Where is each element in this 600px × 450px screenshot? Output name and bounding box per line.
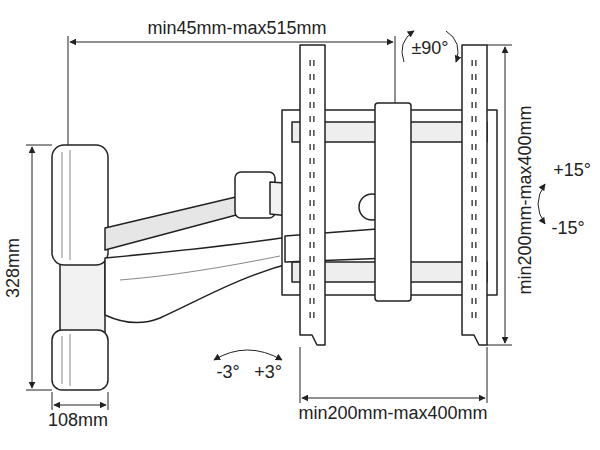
dimension-label: 328mm xyxy=(3,236,23,300)
extension-line xyxy=(395,36,396,105)
extension-line xyxy=(68,36,69,150)
shading xyxy=(62,334,70,386)
rail-slots xyxy=(310,60,315,325)
rail-slots xyxy=(472,60,477,325)
rail-slots xyxy=(473,60,476,325)
vertical-rail xyxy=(300,45,325,345)
dimension-line xyxy=(302,398,485,399)
swivel-arrow xyxy=(214,350,282,360)
dimension-label: 108mm xyxy=(46,410,110,430)
wall-plate-top xyxy=(52,145,108,265)
center-strap xyxy=(375,103,411,301)
angle-label: -15° xyxy=(549,218,586,238)
tilt-arrow xyxy=(538,184,545,224)
dimension-label: min200mm-max400mm xyxy=(296,403,489,423)
rail-slots xyxy=(311,60,314,325)
dimension-label: min45mm-max515mm xyxy=(145,18,328,38)
extension-line xyxy=(52,392,53,410)
vertical-rail xyxy=(462,45,487,345)
dimension-label: min200mm-max400mm xyxy=(515,103,535,296)
wall-plate-bottom xyxy=(52,330,108,390)
angle-label: +3° xyxy=(252,362,284,382)
angle-label: ±90° xyxy=(409,38,450,58)
dimension-line xyxy=(70,42,393,43)
shading xyxy=(120,256,280,280)
extension-line xyxy=(487,45,512,46)
dimension-line xyxy=(54,405,106,406)
extension-line xyxy=(487,347,488,404)
shading xyxy=(62,150,70,260)
upper-arm xyxy=(105,196,240,250)
lower-arm xyxy=(105,236,295,322)
dimension-line xyxy=(505,47,506,343)
dimension-line xyxy=(32,147,33,388)
extension-line xyxy=(300,347,301,404)
extension-line xyxy=(26,390,52,391)
angle-label: -3° xyxy=(214,362,241,382)
extension-line xyxy=(108,392,109,410)
wall-plate xyxy=(60,255,105,340)
angle-label: +15° xyxy=(551,160,593,180)
extension-line xyxy=(487,345,512,346)
extension-line xyxy=(26,145,52,146)
arm-joint xyxy=(235,172,275,218)
